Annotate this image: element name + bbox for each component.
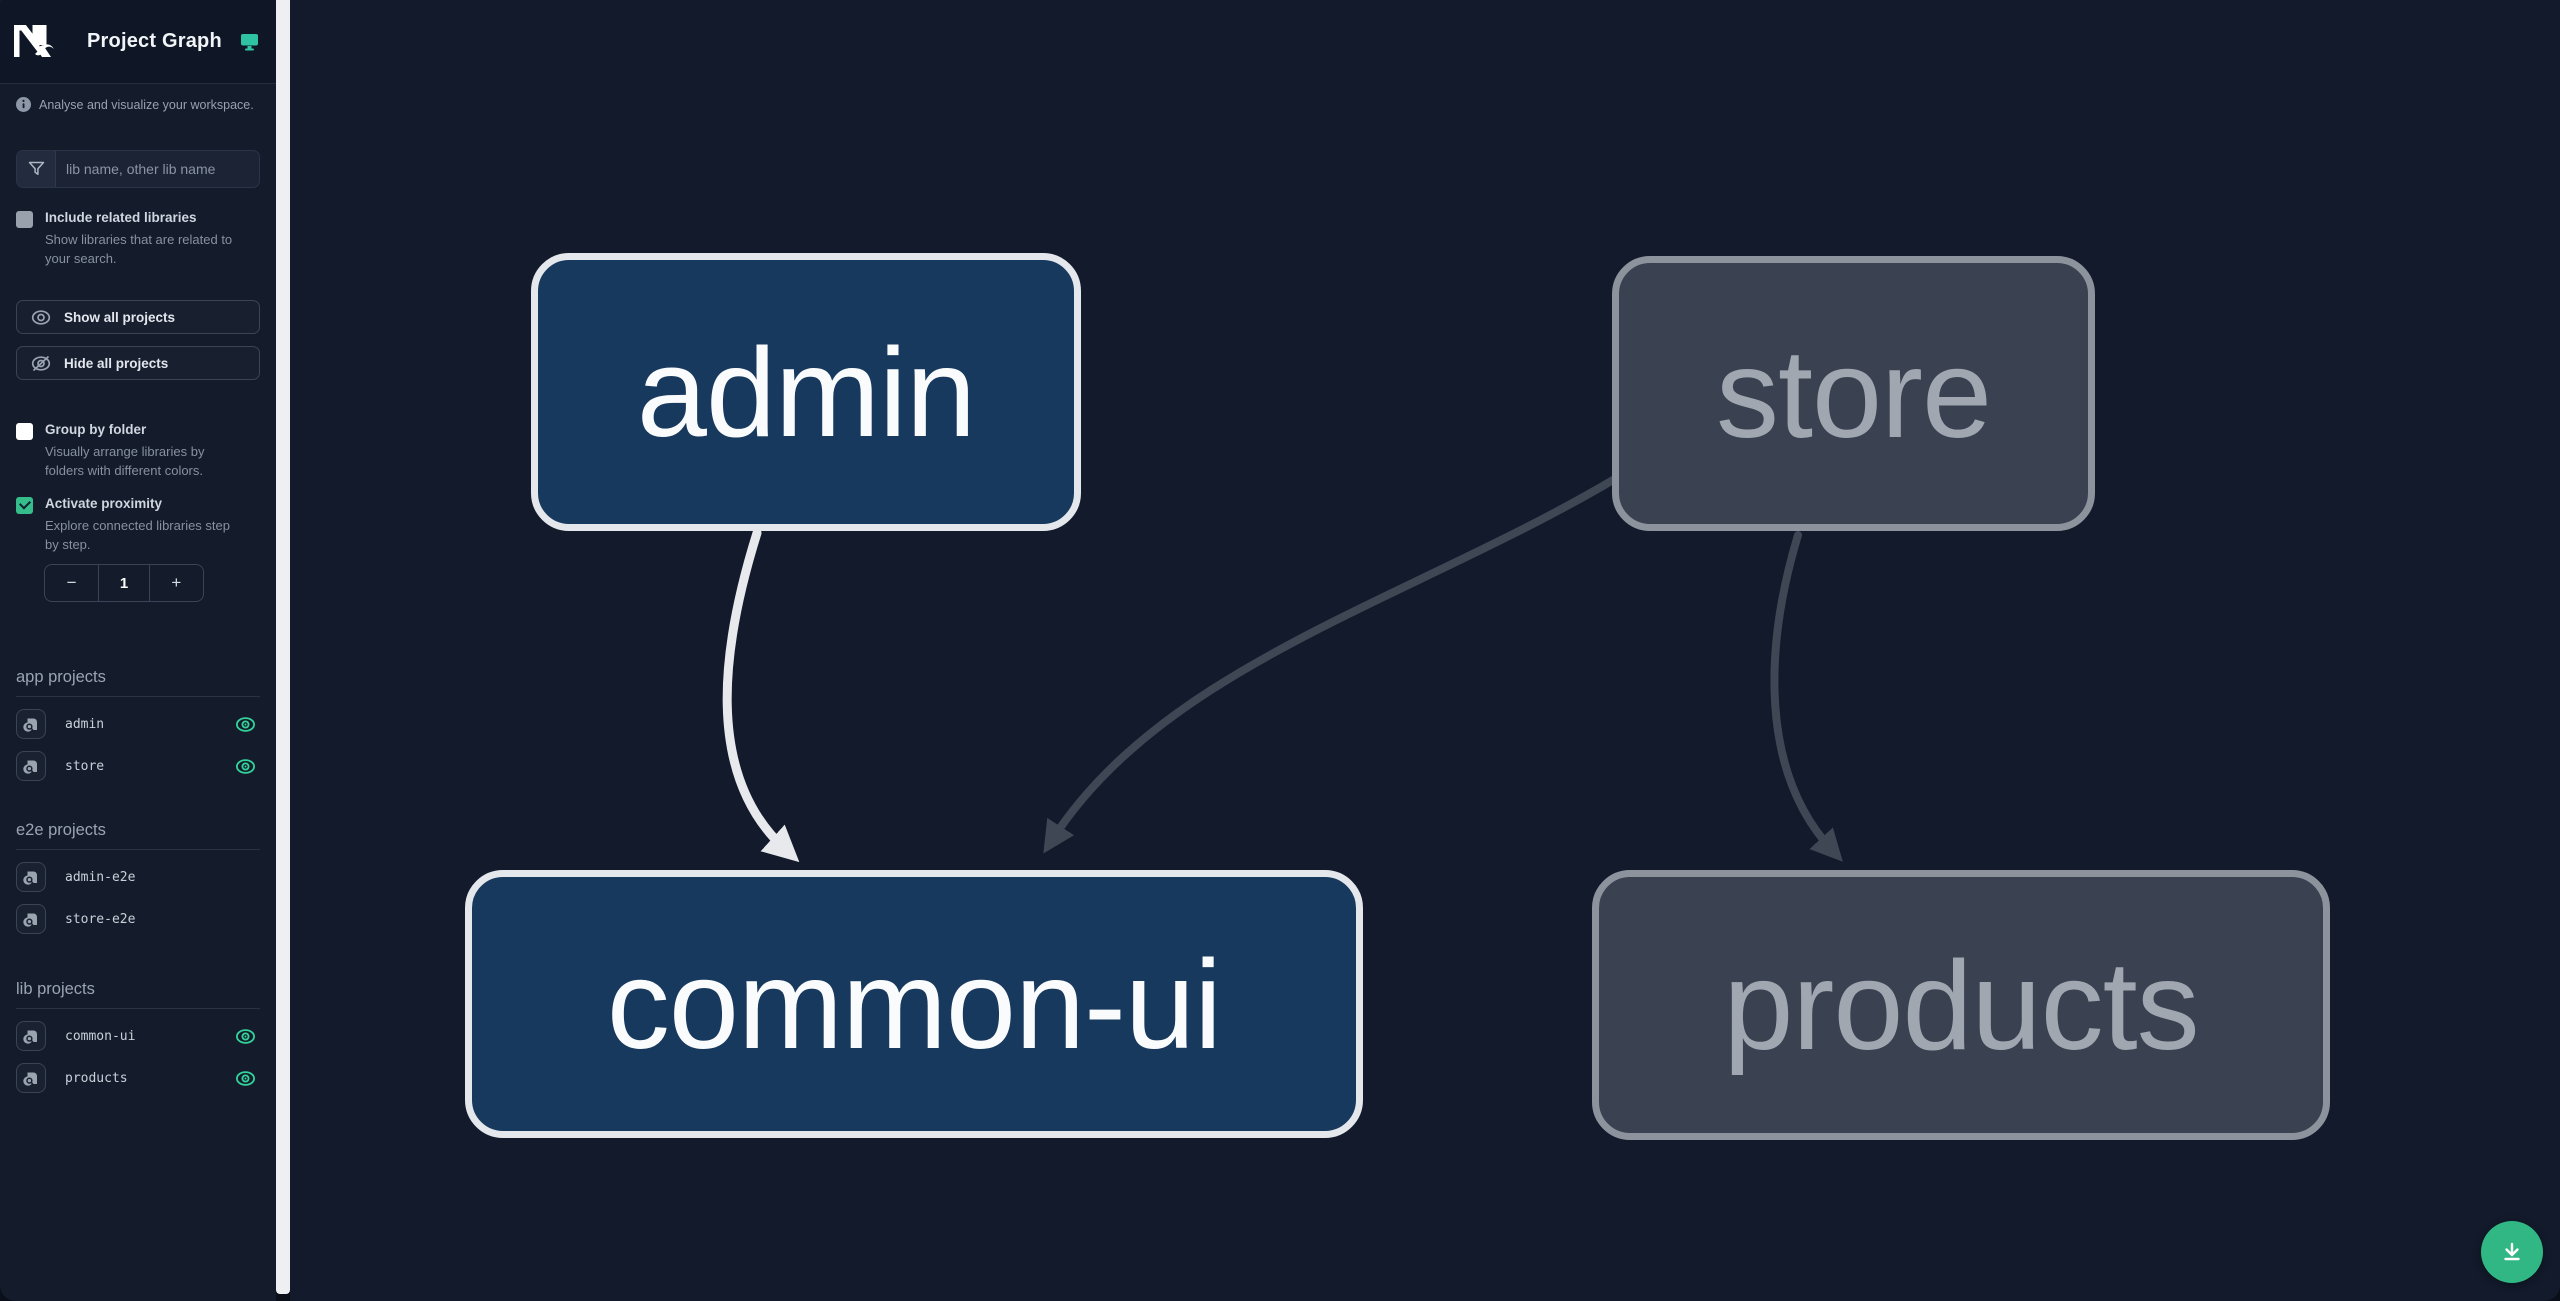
option-label: Group by folder	[45, 422, 147, 437]
section-e2e-projects: e2e projects	[16, 821, 260, 850]
edge-store-to-products	[1770, 531, 1843, 862]
hide-all-projects-button[interactable]: Hide all projects	[16, 346, 260, 380]
project-name[interactable]: common-ui	[65, 1028, 136, 1044]
visibility-eye-icon[interactable]	[235, 1070, 256, 1087]
eye-slash-icon	[31, 355, 51, 372]
info-icon	[16, 97, 31, 112]
node-label: admin	[636, 321, 976, 463]
section-lib-projects: lib projects	[16, 980, 260, 1009]
group-by-folder-checkbox[interactable]	[16, 423, 33, 440]
project-icon[interactable]	[16, 1063, 46, 1093]
activate-proximity-checkbox[interactable]	[16, 497, 33, 514]
option-group-by-folder: Group by folder Visually arrange librari…	[16, 421, 260, 480]
graph-node-common-ui[interactable]: common-ui	[465, 870, 1363, 1138]
show-all-projects-button[interactable]: Show all projects	[16, 300, 260, 334]
hide-all-label: Hide all projects	[64, 355, 169, 371]
show-all-label: Show all projects	[64, 309, 176, 325]
include-related-checkbox[interactable]	[16, 211, 33, 228]
project-row-store: store	[16, 751, 260, 781]
nx-logo-icon	[14, 24, 54, 57]
monitor-icon[interactable]	[240, 33, 259, 51]
sidebar-header: Project Graph	[0, 0, 276, 84]
download-graph-button[interactable]	[2481, 1221, 2543, 1283]
check-icon	[18, 497, 32, 510]
eye-icon	[31, 309, 51, 326]
proximity-value: 1	[98, 565, 150, 601]
visibility-eye-icon[interactable]	[235, 716, 256, 733]
option-desc: Explore connected libraries step by step…	[45, 518, 230, 552]
project-name[interactable]: products	[65, 1070, 128, 1086]
search-box	[16, 150, 260, 188]
graph-node-products[interactable]: products	[1592, 870, 2330, 1140]
option-activate-proximity: Activate proximity Explore connected lib…	[16, 495, 260, 554]
visibility-eye-icon[interactable]	[235, 758, 256, 775]
project-row-common-ui: common-ui	[16, 1021, 260, 1051]
edge-admin-to-common-ui	[722, 528, 800, 863]
project-name[interactable]: store-e2e	[65, 911, 136, 927]
node-label: store	[1715, 323, 1992, 464]
option-label: Activate proximity	[45, 496, 163, 511]
project-row-products: products	[16, 1063, 260, 1093]
edge-store-to-common-ui	[1043, 476, 1617, 854]
graph-node-admin[interactable]: admin	[531, 253, 1081, 531]
option-include-related: Include related libraries Show libraries…	[16, 209, 260, 268]
sidebar-resize-gutter[interactable]	[276, 0, 290, 1294]
project-icon[interactable]	[16, 709, 46, 739]
project-row-store-e2e: store-e2e	[16, 904, 260, 934]
sidebar: Project Graph Analyse and vis	[0, 0, 276, 1301]
workspace-info-row: Analyse and visualize your workspace.	[16, 97, 260, 112]
section-app-projects: app projects	[16, 668, 260, 697]
page-title: Project Graph	[87, 30, 222, 52]
node-label: common-ui	[606, 933, 1222, 1075]
visibility-eye-icon[interactable]	[235, 1028, 256, 1045]
project-icon[interactable]	[16, 751, 46, 781]
sidebar-content: Analyse and visualize your workspace. In…	[0, 84, 276, 1301]
project-name[interactable]: admin	[65, 716, 105, 732]
graph-node-store[interactable]: store	[1612, 256, 2095, 531]
option-label: Include related libraries	[45, 210, 197, 225]
project-icon[interactable]	[16, 1021, 46, 1051]
search-input[interactable]	[56, 151, 259, 187]
proximity-increment-button[interactable]: +	[150, 565, 203, 601]
filter-icon	[17, 151, 56, 187]
project-row-admin: admin	[16, 709, 260, 739]
download-icon	[2500, 1240, 2524, 1264]
project-name[interactable]: store	[65, 758, 105, 774]
workspace-subtitle: Analyse and visualize your workspace.	[39, 97, 254, 112]
option-desc: Show libraries that are related to your …	[45, 232, 233, 266]
node-label: products	[1723, 934, 2199, 1076]
option-desc: Visually arrange libraries by folders wi…	[45, 444, 205, 478]
project-icon[interactable]	[16, 862, 46, 892]
proximity-decrement-button[interactable]: −	[45, 565, 98, 601]
project-name[interactable]: admin-e2e	[65, 869, 136, 885]
project-icon[interactable]	[16, 904, 46, 934]
proximity-stepper: − 1 +	[44, 564, 204, 602]
project-row-admin-e2e: admin-e2e	[16, 862, 260, 892]
